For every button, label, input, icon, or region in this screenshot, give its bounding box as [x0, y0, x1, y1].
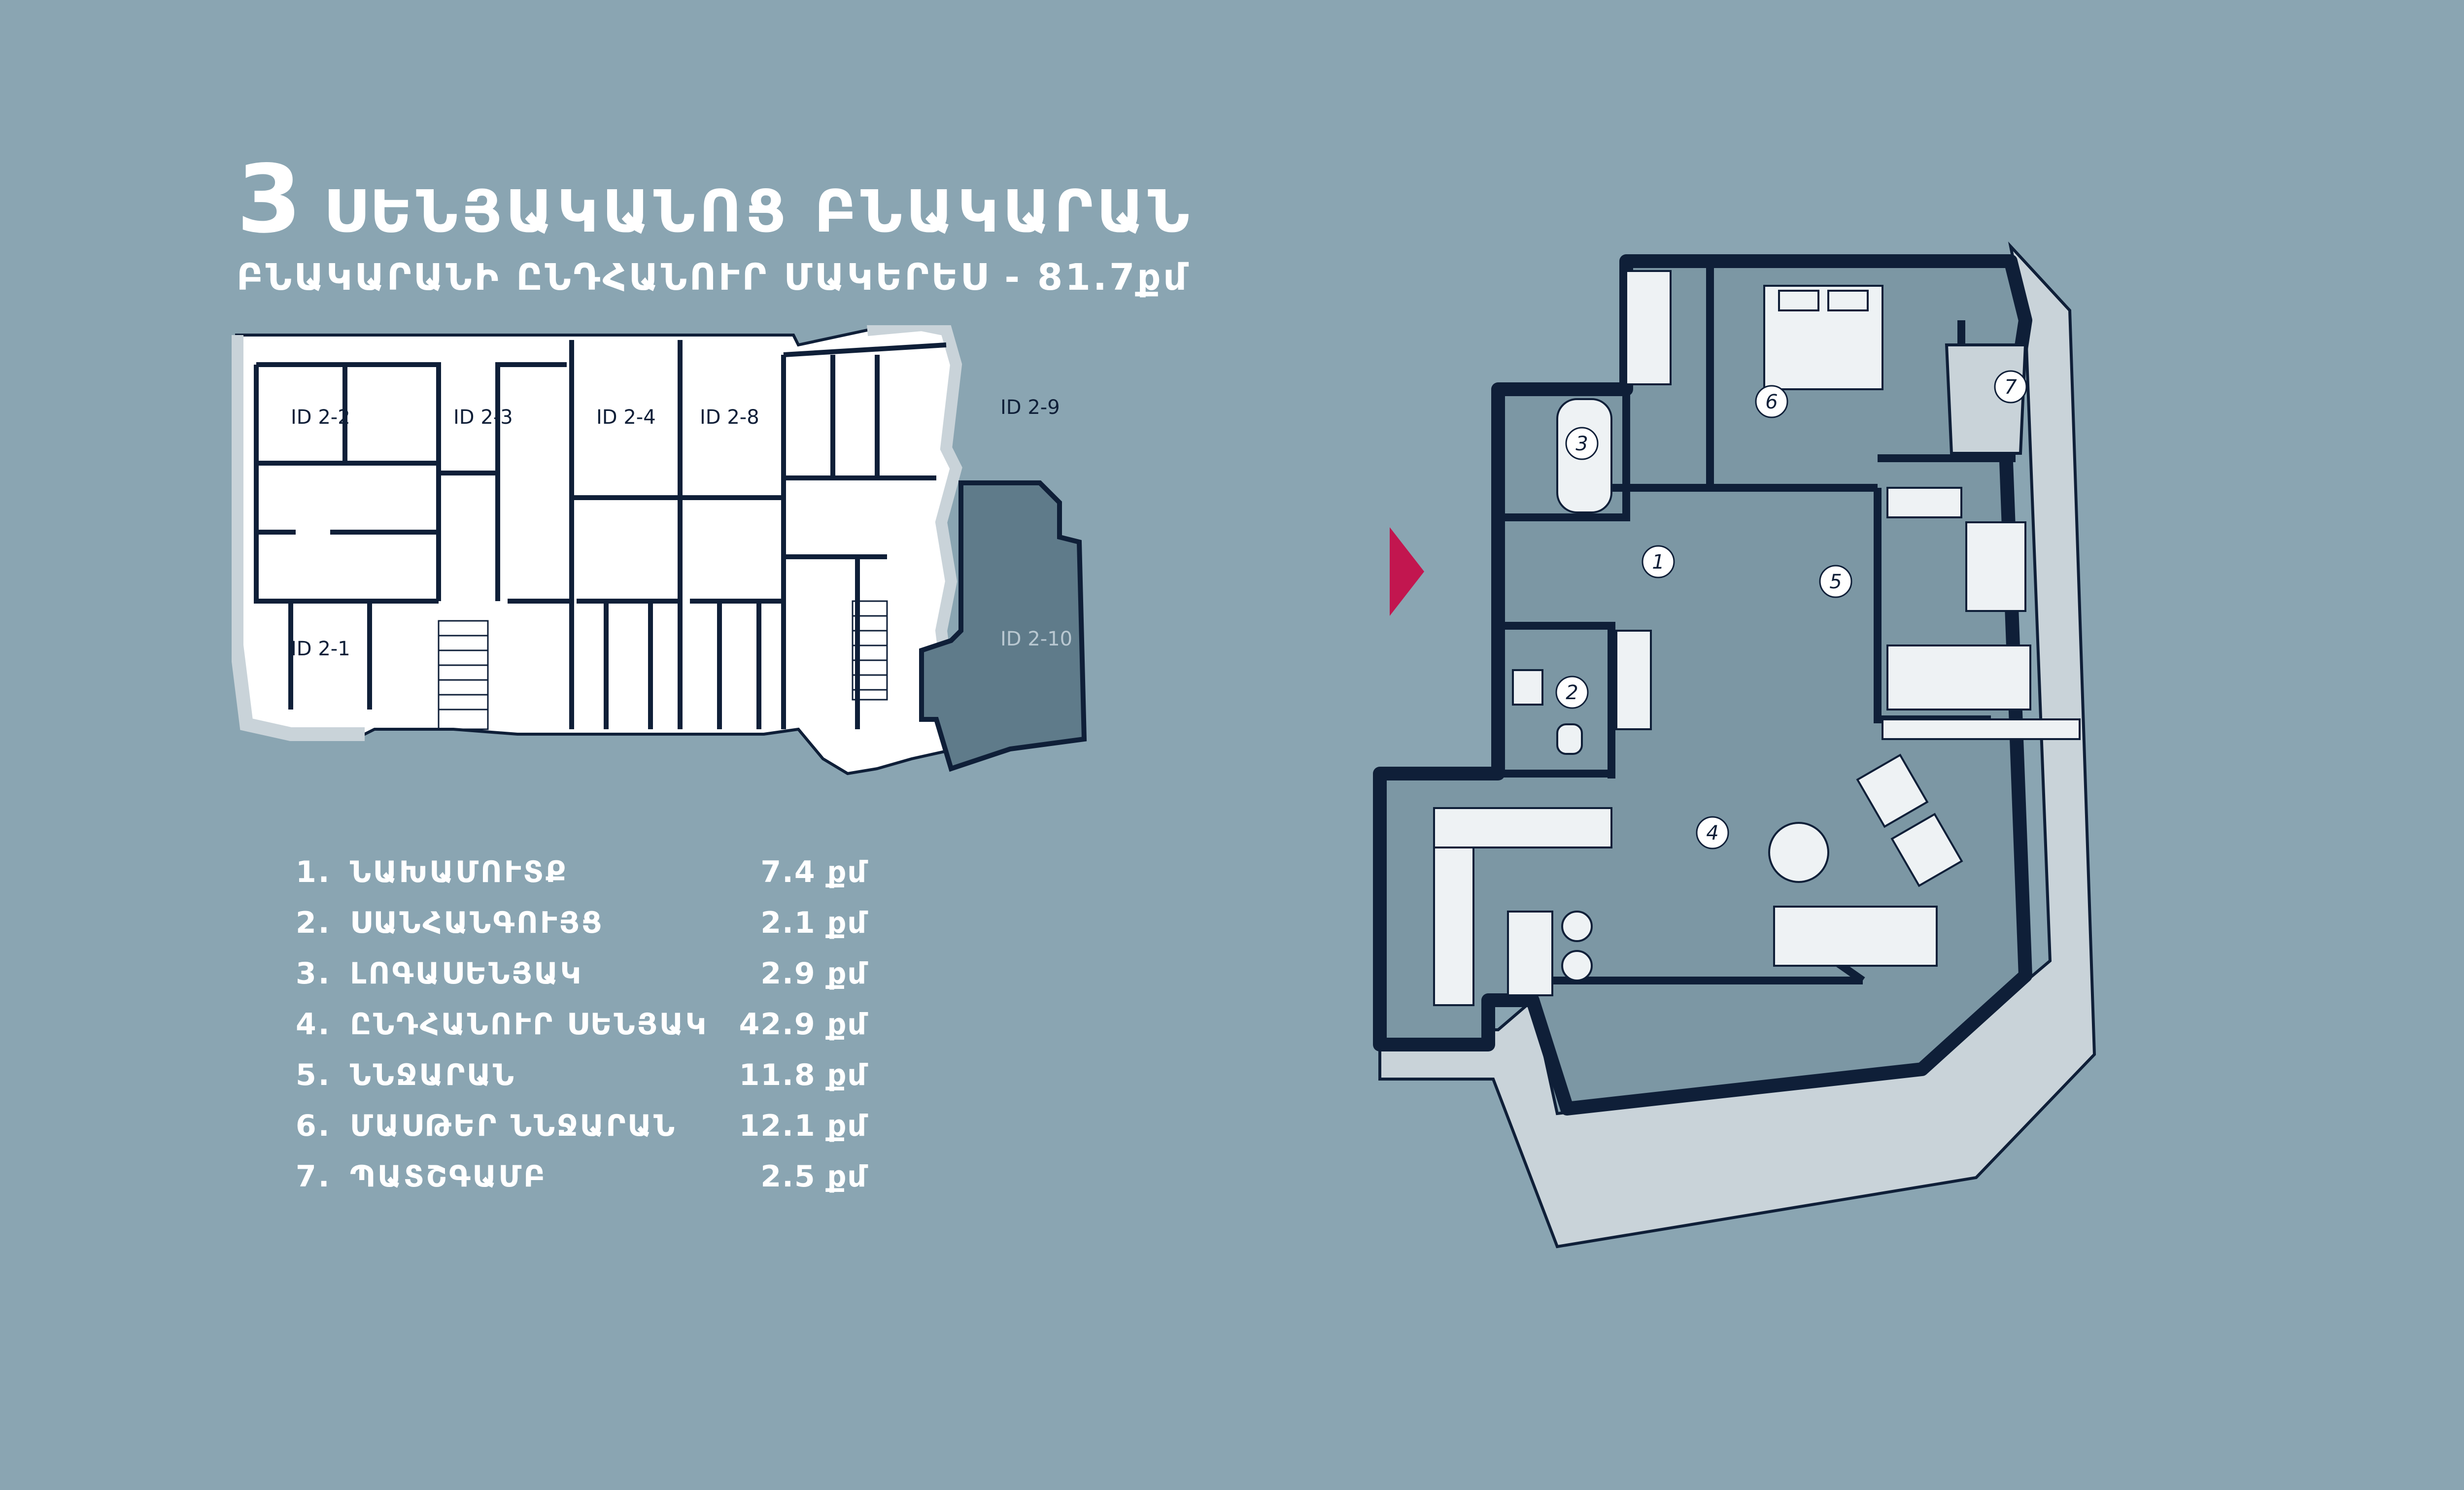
wardrobe	[1615, 630, 1652, 730]
room-area: 2.9 քմ	[760, 956, 867, 991]
round-table	[1768, 822, 1829, 883]
room-marker-4: 4	[1696, 816, 1729, 849]
kitchen-counter	[1433, 807, 1612, 848]
unit-label: ID 2-2	[291, 406, 350, 429]
list-item: 5. ՆՆՋԱՐԱՆ 11.8 քմ	[296, 1058, 867, 1109]
room-name: ՆՆՋԱՐԱՆ	[350, 1058, 516, 1092]
room-marker-1: 1	[1642, 545, 1675, 578]
list-item: 1. ՆԱԽԱՄՈՒՏՔ 7.4 քմ	[296, 855, 867, 906]
room-markers: 1 2 3 4 5 6 7	[1555, 370, 2027, 849]
svg-text:6: 6	[1765, 391, 1778, 413]
list-item: 3. ԼՈԳԱՍԵՆՅԱԿ 2.9 քմ	[296, 956, 867, 1007]
unit-floor-plan: 1 2 3 4 5 6 7	[1373, 241, 2096, 1249]
room-name: ՄԱՍԹԵՐ ՆՆՋԱՐԱՆ	[350, 1109, 677, 1143]
page-title: ՍԵՆՅԱԿԱՆՈՑ ԲՆԱԿԱՐԱՆ	[323, 177, 1194, 245]
svg-text:1: 1	[1652, 551, 1664, 574]
room-marker-7: 7	[1994, 370, 2027, 404]
list-item: 7. ՊԱՏՇԳԱՄԲ 2.5 քմ	[296, 1159, 867, 1210]
room-area: 42.9 քմ	[739, 1007, 867, 1042]
list-item: 4. ԸՆԴՀԱՆՈՒՐ ՍԵՆՅԱԿ 42.9 քմ	[296, 1007, 867, 1058]
room-name: ՆԱԽԱՄՈՒՏՔ	[350, 855, 568, 889]
entrance-arrow	[1390, 527, 1424, 616]
floor-key-plan: ID 2-2 ID 2-3 ID 2-4 ID 2-8 ID 2-9 ID 2-…	[232, 325, 1087, 776]
furniture	[1433, 270, 2081, 1006]
room-marker-6: 6	[1755, 385, 1788, 418]
list-item: 6. ՄԱՍԹԵՐ ՆՆՋԱՐԱՆ 12.1 քմ	[296, 1109, 867, 1159]
armchair	[1856, 753, 1929, 828]
room-area: 12.1 քմ	[739, 1109, 867, 1143]
unit-label: ID 2-8	[700, 406, 759, 429]
room-area: 11.8 քմ	[739, 1058, 867, 1092]
single-bed	[1886, 644, 2031, 711]
svg-text:3: 3	[1575, 433, 1588, 455]
svg-text:5: 5	[1829, 571, 1842, 593]
total-area-subtitle: ԲՆԱԿԱՐԱՆԻ ԸՆԴՀԱՆՈՒՐ ՄԱԿԵՐԵՍ - 81.7քմ	[237, 256, 1189, 299]
unit-label: ID 2-9	[1000, 396, 1060, 419]
svg-text:2: 2	[1566, 681, 1578, 704]
sink	[1512, 669, 1543, 706]
room-number: 4.	[296, 1007, 332, 1042]
room-name: ՊԱՏՇԳԱՄԲ	[350, 1159, 547, 1194]
unit-label: ID 2-1	[291, 638, 350, 660]
desk	[1965, 521, 2026, 612]
room-name: ՍԱՆՀԱՆԳՈՒՅՑ	[350, 906, 604, 940]
tv-stand	[1882, 718, 2081, 740]
room-number: 1.	[296, 855, 332, 889]
title-block: 3 ՍԵՆՅԱԿԱՆՈՑ ԲՆԱԿԱՐԱՆ ԲՆԱԿԱՐԱՆԻ ԸՆԴՀԱՆՈՒ…	[237, 153, 1194, 299]
room-area: 2.1 քմ	[760, 906, 867, 940]
title-line: 3 ՍԵՆՅԱԿԱՆՈՑ ԲՆԱԿԱՐԱՆ	[237, 153, 1194, 246]
svg-text:7: 7	[2004, 376, 2017, 399]
room-area: 7.4 քմ	[760, 855, 867, 889]
room-number: 2.	[296, 906, 332, 940]
svg-text:4: 4	[1706, 822, 1718, 845]
wardrobe	[1886, 487, 1962, 518]
sofa	[1773, 906, 1938, 967]
room-count: 3	[237, 145, 304, 254]
room-number: 3.	[296, 956, 332, 991]
stairs	[438, 600, 888, 730]
highlighted-unit	[919, 480, 1087, 772]
room-list: 1. ՆԱԽԱՄՈՒՏՔ 7.4 քմ 2. ՍԱՆՀԱՆԳՈՒՅՑ 2.1 ք…	[296, 855, 867, 1210]
room-number: 7.	[296, 1159, 332, 1194]
room-marker-5: 5	[1819, 565, 1852, 598]
unit-label: ID 2-4	[596, 406, 656, 429]
room-marker-3: 3	[1565, 427, 1599, 460]
list-item: 2. ՍԱՆՀԱՆԳՈՒՅՑ 2.1 քմ	[296, 906, 867, 956]
room-name: ԸՆԴՀԱՆՈՒՐ ՍԵՆՅԱԿ	[350, 1007, 709, 1042]
unit-label: ID 2-10	[1000, 628, 1072, 650]
unit-label: ID 2-3	[453, 406, 513, 429]
unit-labels: ID 2-2 ID 2-3 ID 2-4 ID 2-8 ID 2-9 ID 2-…	[291, 396, 1072, 660]
room-area: 2.5 քմ	[760, 1159, 867, 1194]
room-number: 5.	[296, 1058, 332, 1092]
room-number: 6.	[296, 1109, 332, 1143]
key-plan-walls	[254, 340, 947, 729]
room-marker-2: 2	[1555, 676, 1589, 709]
room-name: ԼՈԳԱՍԵՆՅԱԿ	[350, 956, 583, 991]
armchair	[1890, 813, 1963, 887]
wardrobe	[1625, 270, 1672, 385]
kitchen-island	[1507, 911, 1553, 996]
toilet	[1556, 723, 1583, 755]
